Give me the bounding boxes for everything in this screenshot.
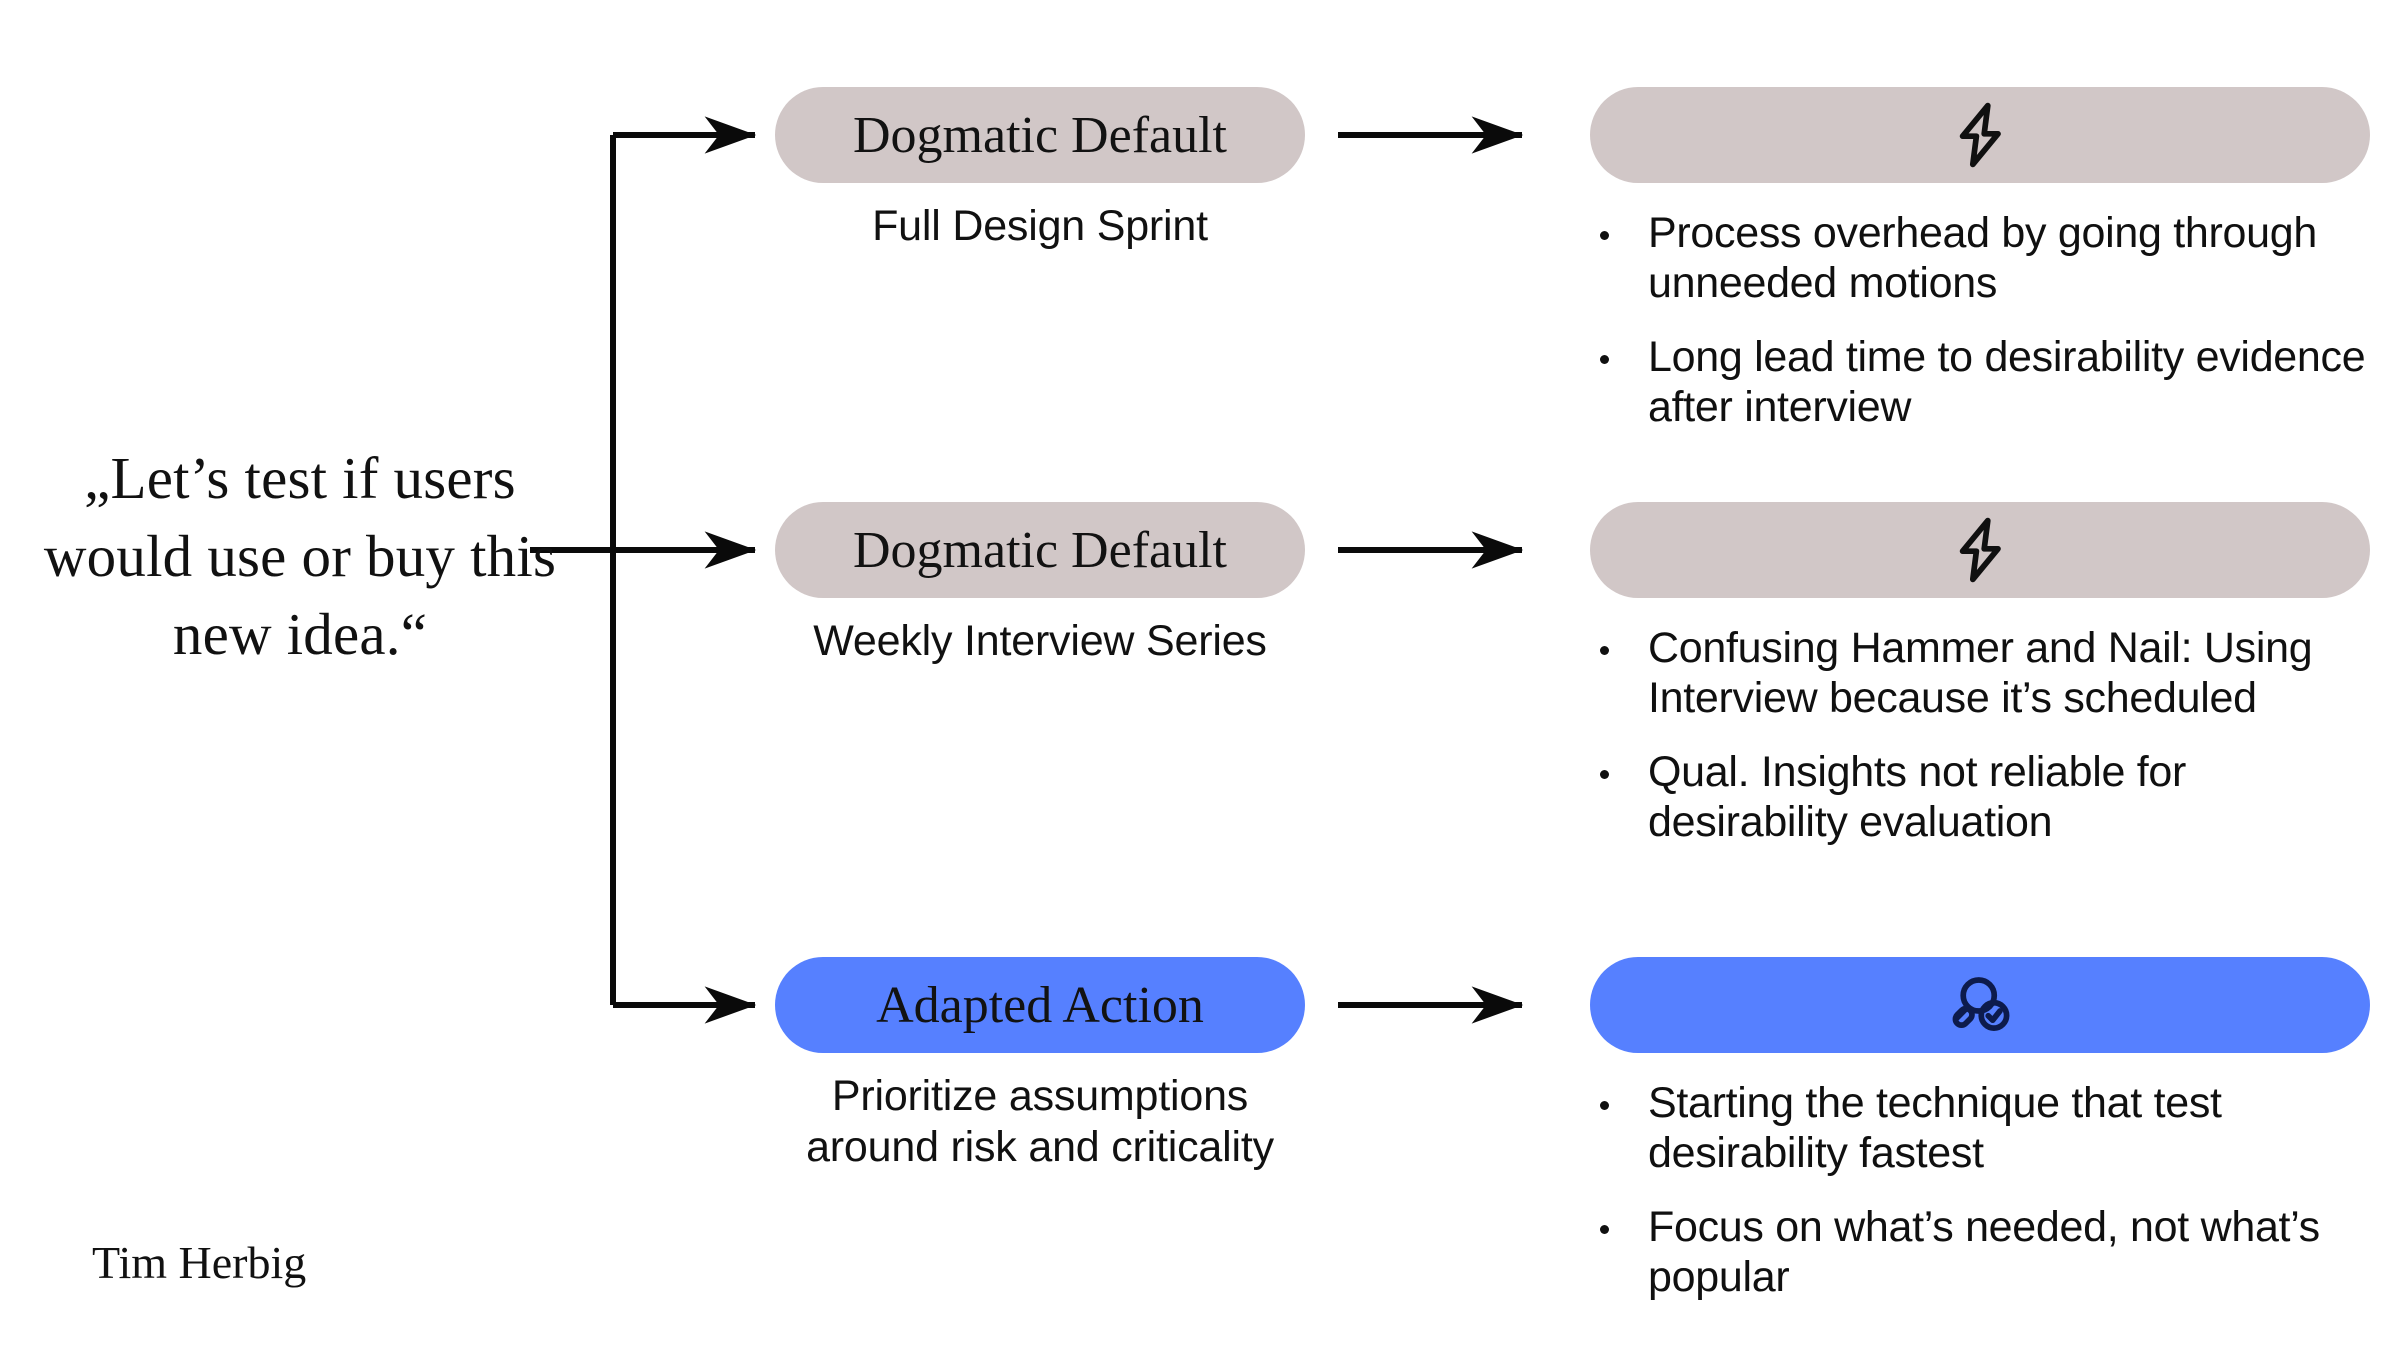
outcome-badge-2: [1590, 502, 2370, 598]
bullet-dot-icon: [1600, 646, 1609, 656]
bullet-text: Starting the technique that test desirab…: [1648, 1079, 2222, 1177]
list-item: Focus on what’s needed, not what’s popul…: [1590, 1203, 2370, 1303]
list-item: Qual. Insights not reliable for desirabi…: [1590, 748, 2370, 848]
list-item: Long lead time to desirability evidence …: [1590, 333, 2370, 433]
node-row-1[interactable]: Dogmatic Default Full Design Sprint: [775, 87, 1305, 252]
list-item: Confusing Hammer and Nail: Using Intervi…: [1590, 624, 2370, 724]
node-row-3[interactable]: Adapted Action Prioritize assumptions ar…: [775, 957, 1305, 1172]
lightning-bolt-icon: [1944, 99, 2016, 171]
bullet-dot-icon: [1600, 770, 1609, 780]
list-item: Starting the technique that test desirab…: [1590, 1079, 2370, 1179]
node-row-2[interactable]: Dogmatic Default Weekly Interview Series: [775, 502, 1305, 667]
bullet-text: Focus on what’s needed, not what’s popul…: [1648, 1202, 2320, 1301]
outcome-bullet-list-1: Process overhead by going through unneed…: [1590, 209, 2370, 433]
outcome-bullet-list-2: Confusing Hammer and Nail: Using Intervi…: [1590, 624, 2370, 848]
node-caption: Prioritize assumptions around risk and c…: [806, 1072, 1274, 1171]
node-pill-label[interactable]: Adapted Action: [775, 957, 1305, 1053]
outcome-bullet-list-3: Starting the technique that test desirab…: [1590, 1079, 2370, 1303]
node-caption: Full Design Sprint: [872, 202, 1208, 250]
bullet-text: Process overhead by going through unneed…: [1648, 209, 2317, 307]
magnifier-check-icon: [1942, 967, 2018, 1043]
bullet-text: Qual. Insights not reliable for desirabi…: [1648, 747, 2187, 846]
lightning-bolt-icon: [1944, 514, 2016, 586]
outcome-badge-1: [1590, 87, 2370, 183]
bullet-text: Confusing Hammer and Nail: Using Intervi…: [1648, 624, 2313, 722]
bullet-dot-icon: [1600, 1101, 1609, 1111]
bullet-dot-icon: [1600, 355, 1609, 365]
node-pill-label[interactable]: Dogmatic Default: [775, 87, 1305, 183]
bullet-text: Long lead time to desirability evidence …: [1648, 332, 2366, 431]
outcome-row-2: Confusing Hammer and Nail: Using Intervi…: [1590, 502, 2370, 864]
outcome-row-1: Process overhead by going through unneed…: [1590, 87, 2370, 449]
bullet-dot-icon: [1600, 1225, 1609, 1235]
outcome-row-3: Starting the technique that test desirab…: [1590, 957, 2370, 1319]
outcome-badge-3: [1590, 957, 2370, 1053]
source-quote: „Let’s test if users would use or buy th…: [43, 445, 557, 667]
bullet-dot-icon: [1600, 231, 1609, 241]
node-pill-label[interactable]: Dogmatic Default: [775, 502, 1305, 598]
author-name: Tim Herbig: [92, 1237, 307, 1288]
node-caption: Weekly Interview Series: [813, 617, 1267, 665]
list-item: Process overhead by going through unneed…: [1590, 209, 2370, 309]
